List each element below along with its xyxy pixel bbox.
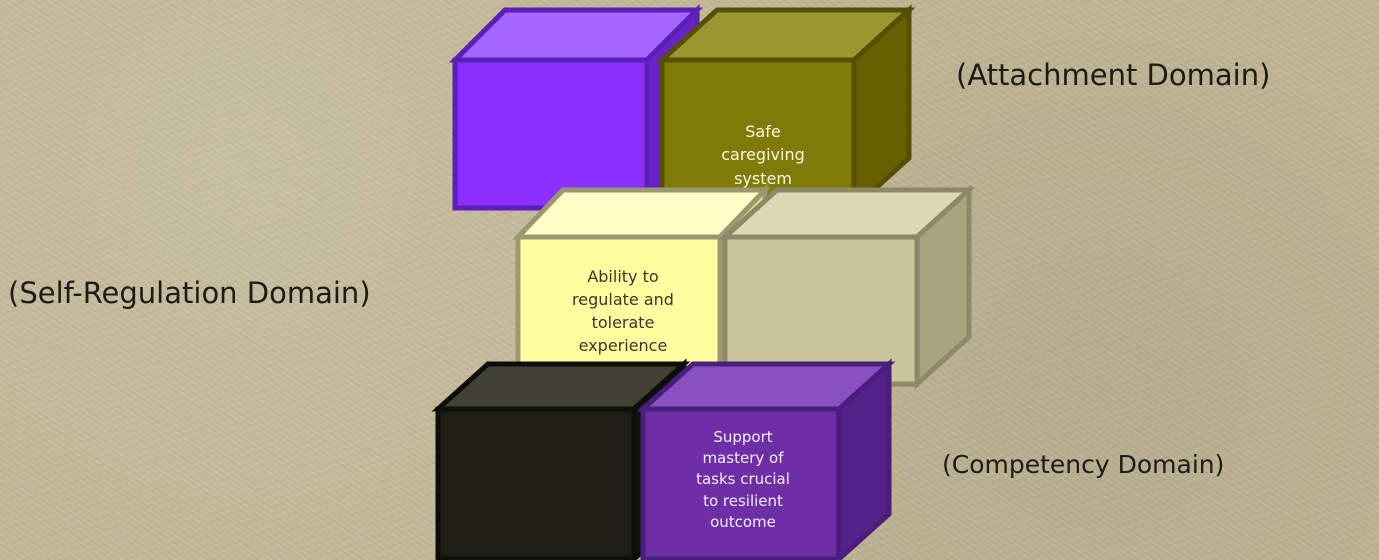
block-attachment — [655, 4, 916, 214]
cube-front-face — [640, 406, 842, 560]
block-middle-right — [718, 184, 976, 390]
cube-front-face — [722, 234, 920, 387]
block-competency — [636, 358, 896, 560]
cube-front-face — [435, 406, 637, 560]
label-self-regulation-domain: (Self-Regulation Domain) — [8, 276, 371, 310]
block-text-support-mastery: Support mastery of tasks crucial to resi… — [696, 427, 790, 531]
cube-front-face — [452, 57, 650, 211]
label-attachment-domain: (Attachment Domain) — [956, 58, 1271, 92]
block-text-ability-to-regulate: Ability to regulate and tolerate experie… — [572, 266, 674, 356]
block-text-safe-caregiving: Safe caregiving system — [721, 122, 805, 188]
label-competency-domain: (Competency Domain) — [942, 450, 1225, 479]
